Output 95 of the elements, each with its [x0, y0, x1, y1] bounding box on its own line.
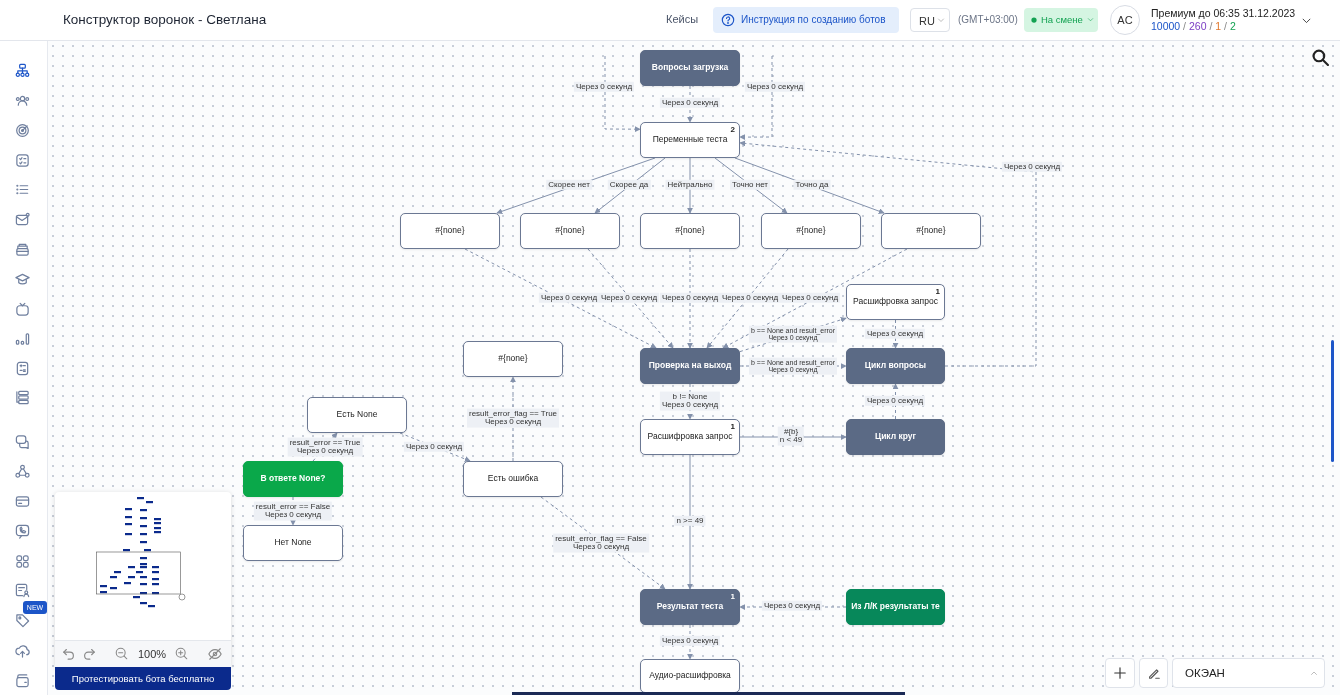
edge-label: Через 0 секунд	[719, 292, 781, 304]
node-title: Расшифровка запрос	[852, 297, 939, 307]
zoom-level-text: 100%	[138, 648, 167, 660]
node-title: Есть None	[335, 410, 379, 420]
connector-arrow	[464, 248, 657, 349]
connector-arrow	[892, 383, 899, 420]
edge-label: n >= 49	[674, 515, 706, 527]
connector-arrow	[587, 248, 674, 349]
node-title: В ответе None?	[259, 474, 327, 484]
process-box	[640, 348, 740, 384]
edge-label: Через 0 секунд	[864, 395, 926, 407]
badge-number: 1	[935, 287, 940, 296]
edge-label: #{b} n < 49	[777, 426, 805, 446]
nav-link: Кейсы	[666, 13, 699, 25]
edge-label: Через 0 секунд	[659, 292, 721, 304]
process-box	[307, 397, 407, 433]
node-title: Цикл вопросы	[863, 361, 928, 371]
page-title: Конструктор воронок - Светлана	[63, 12, 267, 27]
edge-label: Через 0 секунд	[744, 81, 806, 93]
process-box	[520, 213, 620, 249]
node-title: #{none}	[795, 226, 827, 236]
edge-label: result_error_flag == True Через 0 секунд	[467, 408, 559, 428]
edge-label: Нейтрально	[665, 179, 715, 191]
test-bot-button: Протестировать бота бесплатно	[55, 667, 231, 690]
node-title: #{none}	[674, 226, 706, 236]
node-title: #{none}	[915, 226, 947, 236]
edge-label: result_error_flag == False Через 0 секунд	[553, 533, 649, 553]
connector-arrow	[722, 248, 908, 349]
connector-arrow	[604, 55, 641, 133]
help-button: Инструкция по созданию ботов	[713, 7, 899, 33]
process-box	[463, 461, 563, 497]
edge-label: result_error == True Через 0 секунд	[287, 437, 363, 457]
edge-label: Через 0 секунд	[659, 97, 721, 109]
process-box	[640, 659, 740, 693]
process-box	[881, 213, 981, 249]
process-box	[640, 213, 740, 249]
edge-label: Точно нет	[729, 179, 771, 191]
edge-label: Через 0 секунд	[538, 292, 600, 304]
process-box	[400, 213, 500, 249]
process-box	[640, 419, 740, 455]
node-title: Переменные теста	[651, 135, 729, 145]
edge-label: Скорее нет	[546, 179, 592, 191]
connector-arrow	[687, 248, 693, 349]
connector-arrow	[687, 624, 693, 660]
edge-label: Через 0 секунд	[659, 635, 721, 647]
timezone-text: (GMT+03:00)	[958, 14, 1018, 25]
node-title: Аудио-расшифровка	[648, 671, 732, 681]
process-box	[846, 419, 945, 455]
process-box	[640, 589, 740, 625]
node-title: Проверка на выход	[647, 361, 733, 371]
node-title: #{none}	[554, 226, 586, 236]
edge-label: Через 0 секунд	[573, 81, 635, 93]
node-title: Расшифровка запрос	[646, 432, 734, 442]
process-box	[846, 348, 945, 384]
process-box	[463, 341, 563, 377]
process-box	[761, 213, 861, 249]
connector-arrow	[510, 376, 516, 462]
edge-label: result_error == False Через 0 секунд	[253, 501, 333, 521]
edge-label: Через 0 секунд	[761, 600, 823, 612]
usage-counters: 10000 / 260 / 1 / 2	[1151, 20, 1236, 32]
edge-label: Через 0 секунд	[779, 292, 841, 304]
connector-arrow	[739, 55, 773, 141]
plan-text: Премиум до 06:35 31.12.2023	[1151, 7, 1296, 19]
board-select: ОКЭАН	[1172, 658, 1325, 688]
status-dropdown: На смене	[1024, 8, 1098, 32]
node-title: Цикл круг	[873, 432, 918, 442]
process-box	[243, 525, 343, 561]
badge-number: 1	[730, 592, 735, 601]
node-title: Есть ошибка	[486, 474, 540, 484]
node-title: Из Л/К результаты те	[850, 602, 941, 612]
badge-number: 1	[730, 422, 735, 431]
edge-label: Скорее да	[607, 179, 651, 191]
connector-arrow	[739, 140, 1037, 367]
node-title: #{none}	[434, 226, 466, 236]
node-title: Нет None	[273, 538, 313, 548]
process-box	[243, 461, 343, 497]
connector-arrow	[687, 85, 693, 123]
language-select: RU	[910, 8, 950, 32]
node-title: Вопросы загрузка	[650, 63, 730, 73]
connector-arrow	[892, 319, 899, 349]
edge-label: Точно да	[793, 179, 831, 191]
edge-label: Через 0 секунд	[598, 292, 660, 304]
process-box	[846, 284, 945, 320]
process-box	[640, 50, 740, 86]
node-title: Результат теста	[655, 602, 725, 612]
badge-number: 2	[730, 125, 735, 134]
edge-label: Через 0 секунд	[403, 441, 465, 453]
connector-arrow	[706, 248, 789, 349]
connector-arrow	[687, 454, 693, 590]
edge-label: Через 0 секунд	[1001, 161, 1063, 173]
node-title: #{none}	[497, 354, 529, 364]
edge-label: b != None Через 0 секунд	[659, 391, 721, 411]
edge-label: Через 0 секунд	[864, 328, 926, 340]
process-box	[846, 589, 945, 625]
process-box	[640, 122, 740, 158]
